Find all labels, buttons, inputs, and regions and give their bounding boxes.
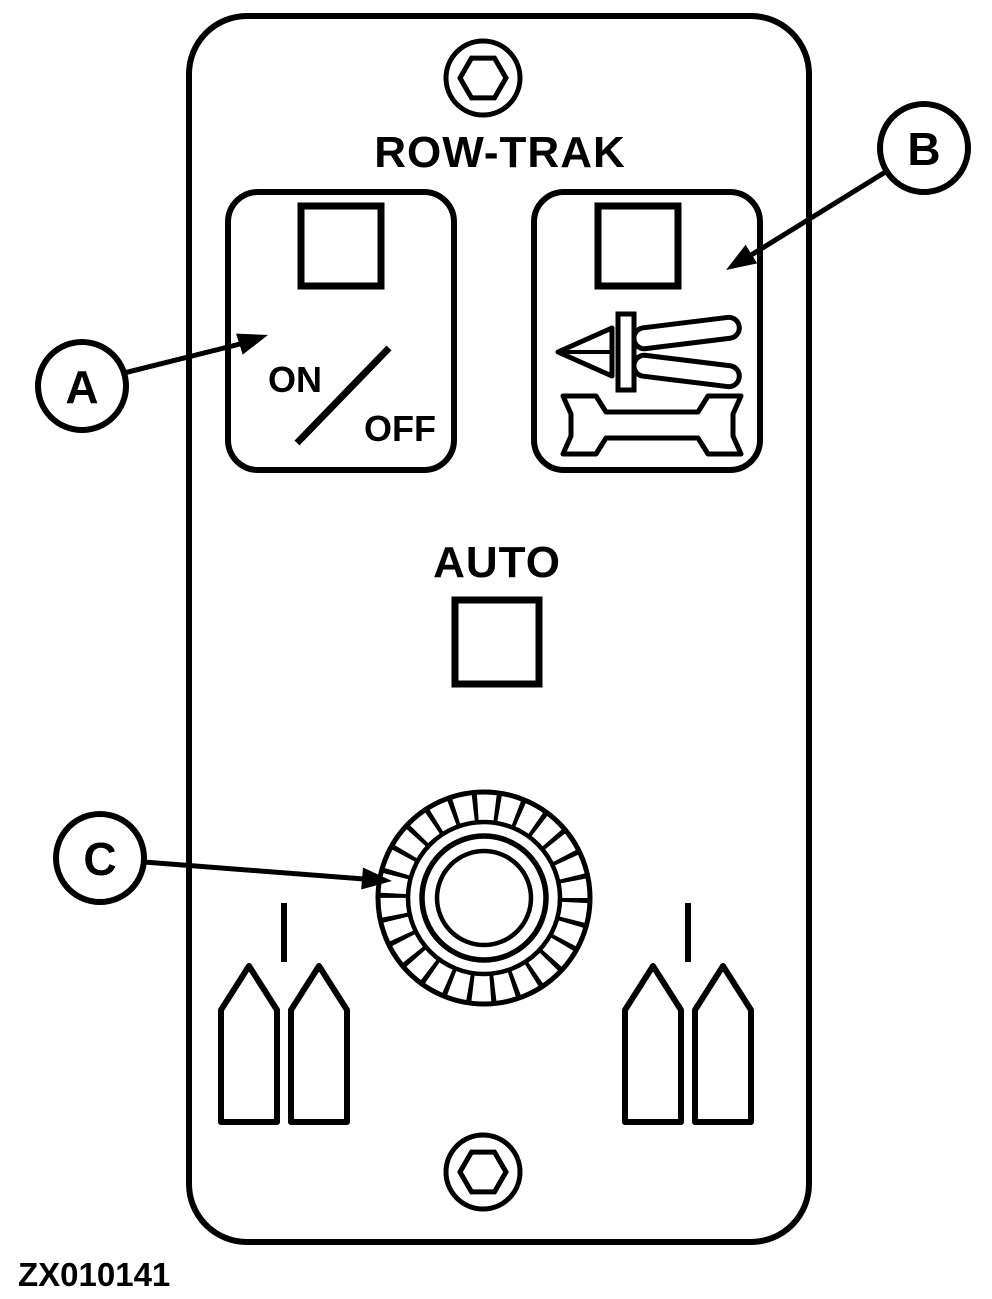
- panel-title: ROW-TRAK: [374, 128, 626, 177]
- callout-c: C: [53, 811, 392, 905]
- crop-marker: [692, 963, 754, 1125]
- callout-a-arrowhead: [236, 333, 268, 355]
- on-off-slash: [294, 345, 392, 446]
- callout-b-label: B: [907, 123, 940, 175]
- power-switch-off-label: OFF: [364, 408, 436, 449]
- wrench-icon: [560, 393, 744, 457]
- callout-b-leader: [746, 168, 889, 260]
- dial-tick-ring: [380, 794, 588, 1002]
- callout-a: A: [35, 333, 268, 433]
- hex-bolt-top-icon: [443, 38, 523, 118]
- power-switch-indicator-window: [297, 202, 385, 290]
- callout-a-label: A: [65, 361, 98, 413]
- row-crop-left-icon: [218, 903, 350, 1125]
- bolt-hex-socket: [457, 1149, 509, 1195]
- hex-bolt-bottom-icon: [443, 1132, 523, 1212]
- auto-label: AUTO: [433, 538, 561, 587]
- power-switch: ON OFF: [225, 189, 457, 473]
- callout-b-circle: [877, 101, 971, 195]
- dial-knob-inner: [434, 848, 534, 948]
- pliers-icon: [555, 311, 742, 393]
- rotary-dial-icon: [375, 789, 593, 1007]
- auto-indicator: AUTO: [433, 538, 561, 688]
- figure-code: ZX010141: [18, 1256, 170, 1293]
- bolt-hex-socket: [457, 55, 509, 101]
- pliers-pivot-bar: [615, 311, 637, 393]
- callout-c-leader: [143, 859, 365, 882]
- service-switch: [531, 189, 763, 473]
- power-switch-body: [225, 189, 457, 473]
- crop-marker: [218, 963, 280, 1125]
- callout-c-arrowhead: [361, 867, 392, 890]
- callout-a-leader: [123, 340, 245, 376]
- callout-b: B: [726, 101, 971, 270]
- callout-c-label: C: [83, 833, 116, 885]
- service-switch-indicator-window: [594, 202, 682, 290]
- crop-marker: [288, 963, 350, 1125]
- row-crop-right-icon: [622, 903, 754, 1125]
- auto-indicator-window: [451, 596, 543, 688]
- callout-c-circle: [53, 811, 147, 905]
- crop-marker: [622, 963, 684, 1125]
- power-switch-on-label: ON: [268, 359, 322, 400]
- callout-a-circle: [35, 339, 129, 433]
- callout-b-arrowhead: [726, 244, 758, 270]
